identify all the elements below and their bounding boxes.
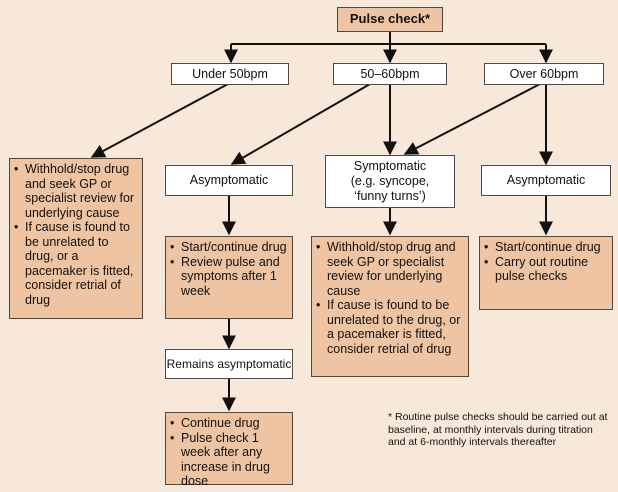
footnote: * Routine pulse checks should be carried… xyxy=(388,411,608,448)
symptomatic-box: Symptomatic (e.g. syncope, ‘funny turns’… xyxy=(325,155,455,208)
list-item: Continue drug xyxy=(170,416,288,431)
list-item: Withhold/stop drug and seek GP or specia… xyxy=(316,240,464,298)
range-over-60-box: Over 60bpm xyxy=(484,63,604,85)
asymptomatic-right-label: Asymptomatic xyxy=(506,173,586,188)
range-under-50-label: Under 50bpm xyxy=(192,66,268,81)
range-50-60-label: 50–60bpm xyxy=(360,66,420,81)
range-50-60-box: 50–60bpm xyxy=(333,63,447,85)
title-box: Pulse check* xyxy=(337,7,443,32)
remains-asymptomatic-box: Remains asymptomatic xyxy=(165,349,293,379)
action-start-left-box: Start/continue drug Review pulse and sym… xyxy=(165,236,293,319)
arrow-50-60-to-asymptomatic xyxy=(230,83,371,165)
list-item: If cause is found to be unrelated to dru… xyxy=(14,220,138,307)
action-under-50-box: Withhold/stop drug and seek GP or specia… xyxy=(9,158,143,319)
action-start-right-box: Start/continue drug Carry out routine pu… xyxy=(479,236,613,310)
list-item: Withhold/stop drug and seek GP or specia… xyxy=(14,162,138,220)
list-item: Start/continue drug xyxy=(484,240,608,255)
action-symptomatic-box: Withhold/stop drug and seek GP or specia… xyxy=(311,236,469,377)
title-text: Pulse check* xyxy=(349,11,431,27)
arrow-under-50-to-action xyxy=(90,83,229,158)
range-over-60-label: Over 60bpm xyxy=(509,66,579,81)
symptomatic-label: Symptomatic (e.g. syncope, ‘funny turns’… xyxy=(350,159,430,203)
asymptomatic-left-label: Asymptomatic xyxy=(189,173,269,188)
list-item: Carry out routine pulse checks xyxy=(484,255,608,284)
list-item: Review pulse and symptoms after 1 week xyxy=(170,255,288,299)
range-under-50-box: Under 50bpm xyxy=(171,63,289,85)
list-item: Start/continue drug xyxy=(170,240,288,255)
asymptomatic-right-box: Asymptomatic xyxy=(481,165,611,196)
asymptomatic-left-box: Asymptomatic xyxy=(165,165,293,196)
remains-asymptomatic-label: Remains asymptomatic xyxy=(166,356,292,371)
arrow-over-60-to-symptomatic xyxy=(403,83,541,155)
list-item: Pulse check 1 week after any increase in… xyxy=(170,431,288,489)
list-item: If cause is found to be unrelated to the… xyxy=(316,298,464,356)
action-continue-box: Continue drug Pulse check 1 week after a… xyxy=(165,412,293,488)
